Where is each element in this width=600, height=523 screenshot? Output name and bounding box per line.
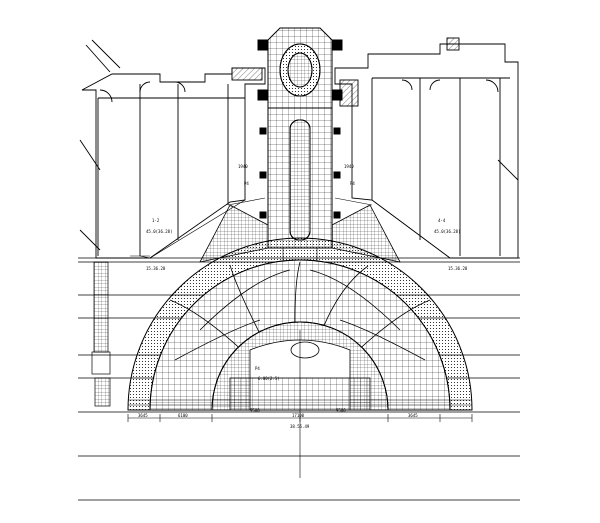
plaza-level: 6.00(2.5) <box>258 376 280 381</box>
right-door-tag: P4 <box>350 181 355 186</box>
left-column-strip <box>91 261 111 407</box>
left-building-walls-detail <box>130 197 266 259</box>
left-door-tag: P4 <box>244 181 249 186</box>
top-pavilion <box>257 27 343 109</box>
dim-6: 3645 <box>408 413 418 418</box>
bottom-axis-tag: 38.55.49 <box>290 424 310 429</box>
central-corridor <box>259 107 341 249</box>
right-building <box>334 37 519 259</box>
left-room-area: 45.0(36.28) <box>146 229 173 234</box>
right-axis-tag: 15.36.28 <box>448 266 468 271</box>
dim-4: 17100 <box>292 413 305 418</box>
plaza-label: P4 <box>255 366 260 371</box>
dimension-lines <box>127 248 473 478</box>
left-room-code: 1-2 <box>152 218 160 223</box>
dim-2: 6100 <box>178 413 188 418</box>
dim-5: 9500 <box>336 408 346 413</box>
right-building-walls-detail <box>334 197 460 259</box>
dim-1: 3645 <box>138 413 148 418</box>
left-building <box>79 39 266 259</box>
right-room-code: 4-4 <box>438 218 446 223</box>
right-room-area: 45.0(36.28) <box>434 229 461 234</box>
left-dim-top: 1940 <box>238 164 248 169</box>
right-dim-top: 1940 <box>344 164 354 169</box>
left-axis-tag: 15.36.28 <box>146 266 166 271</box>
dim-3: 9500 <box>250 408 260 413</box>
annotations: 1-2 45.0(36.28) 4-4 45.0(36.28) 15.36.28… <box>138 164 468 429</box>
